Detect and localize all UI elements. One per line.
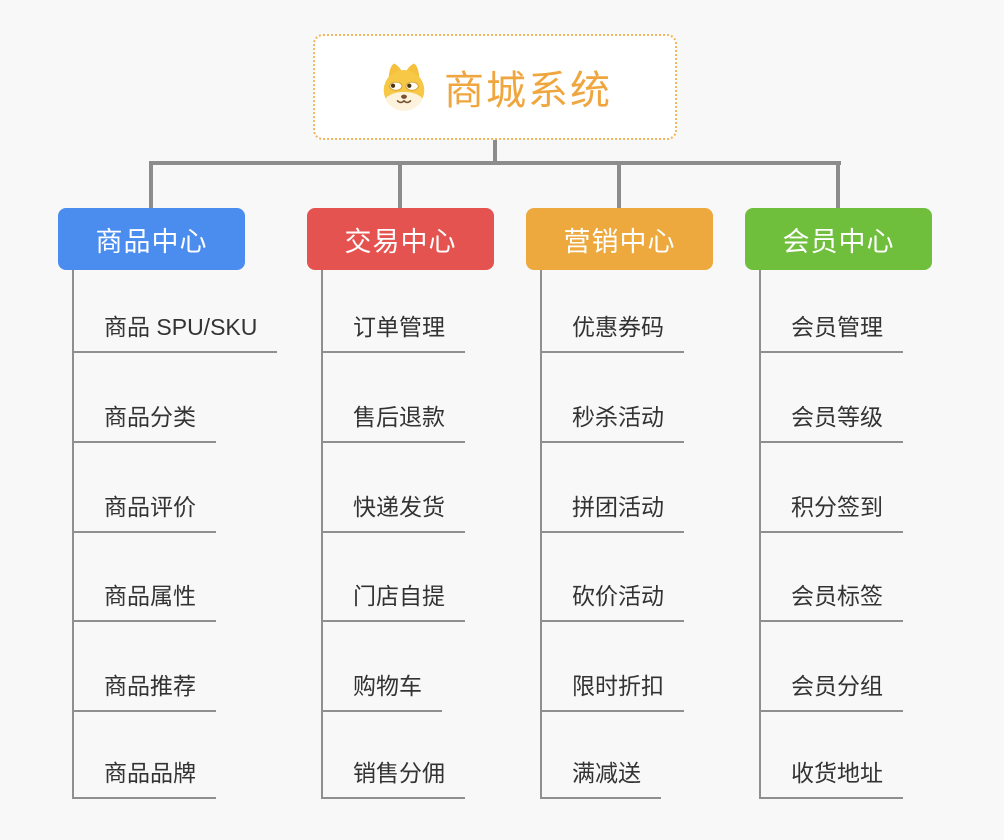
connector-drop-product (149, 163, 153, 208)
branch-marketing-center[interactable]: 营销中心 (526, 208, 713, 270)
root-title: 商城系统 (444, 69, 612, 113)
leaf-node[interactable]: 会员等级 (759, 401, 903, 443)
leaf-node[interactable]: 售后退款 (321, 401, 465, 443)
leaf-node[interactable]: 砍价活动 (540, 580, 684, 622)
connector-drop-member (836, 163, 840, 208)
leaf-node[interactable]: 优惠券码 (540, 311, 684, 353)
leaf-node[interactable]: 商品品牌 (72, 757, 216, 799)
leaf-node[interactable]: 商品属性 (72, 580, 216, 622)
root-node[interactable]: 商城系统 (313, 34, 677, 140)
leaf-node[interactable]: 快递发货 (321, 491, 465, 533)
branch-product-center[interactable]: 商品中心 (58, 208, 245, 270)
leaf-node[interactable]: 商品分类 (72, 401, 216, 443)
branch-trade-center[interactable]: 交易中心 (307, 208, 494, 270)
leaf-node[interactable]: 订单管理 (321, 311, 465, 353)
connector-drop-marketing (617, 163, 621, 208)
leaf-node[interactable]: 满减送 (540, 757, 661, 799)
leaf-node[interactable]: 限时折扣 (540, 670, 684, 712)
leaf-node[interactable]: 购物车 (321, 670, 442, 712)
leaf-node[interactable]: 拼团活动 (540, 491, 684, 533)
leaf-node[interactable]: 销售分佣 (321, 757, 465, 799)
leaf-node[interactable]: 会员分组 (759, 670, 903, 712)
connector-drop-trade (398, 163, 402, 208)
leaf-node[interactable]: 商品推荐 (72, 670, 216, 712)
leaf-node[interactable]: 收货地址 (759, 757, 903, 799)
leaf-node[interactable]: 会员标签 (759, 580, 903, 622)
connector-root-stub (493, 140, 497, 161)
leaf-node[interactable]: 门店自提 (321, 580, 465, 622)
leaf-node[interactable]: 秒杀活动 (540, 401, 684, 443)
leaf-node[interactable]: 会员管理 (759, 311, 903, 353)
branch-member-center[interactable]: 会员中心 (745, 208, 932, 270)
dog-icon (383, 63, 425, 111)
leaf-node[interactable]: 积分签到 (759, 491, 903, 533)
connector-bus (149, 161, 841, 165)
leaf-node[interactable]: 商品评价 (72, 491, 216, 533)
leaf-node[interactable]: 商品 SPU/SKU (72, 311, 278, 353)
